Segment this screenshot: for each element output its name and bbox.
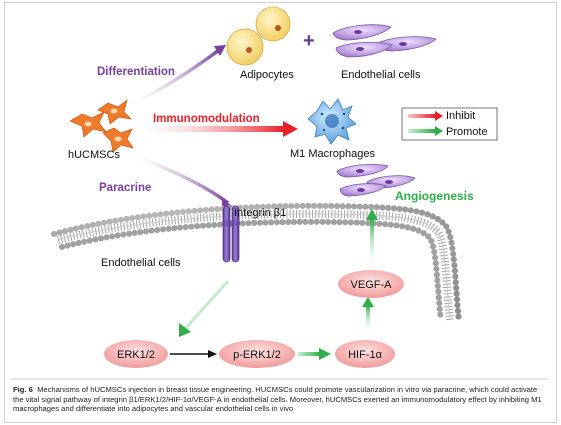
- hucmscs-label: hUCMSCs: [68, 149, 120, 161]
- caption-figure-number: Fig. 6: [13, 385, 33, 394]
- immunomodulation-arrow: [140, 126, 284, 132]
- adipocyte-cells: [226, 6, 291, 66]
- legend-box: [401, 107, 498, 141]
- legend-inhibit-label: Inhibit: [446, 110, 475, 122]
- hif-to-vegfa-arrow-head: [362, 297, 374, 307]
- immunomodulation-arrow-head: [283, 121, 298, 137]
- angiogenesis-cells: [336, 164, 416, 197]
- perk-to-hif-arrow: [298, 352, 320, 356]
- plus-sign: +: [303, 30, 315, 52]
- vegfa-to-angiogenesis-arrow: [370, 218, 374, 268]
- endothelial-cells-membrane-label: Endothelial cells: [101, 257, 181, 269]
- perk-to-hif-arrow-head: [319, 348, 331, 360]
- vegfa-node: [338, 270, 404, 298]
- erk-to-perk-arrow-head: [208, 350, 217, 358]
- vegfa-to-angiogenesis-arrow-head: [366, 209, 378, 220]
- endothelial-cells-top: [332, 24, 437, 58]
- macrophage-cell: [307, 98, 357, 145]
- vegfa-label: VEGF-A: [351, 279, 393, 291]
- integrin-label: Integrin β1: [234, 207, 286, 219]
- differentiation-arrow-head: [214, 45, 226, 56]
- integrin-to-erk-arrow-head: [179, 323, 191, 337]
- perk-label: p-ERK1/2: [233, 349, 281, 361]
- differentiation-arrow: [130, 48, 221, 106]
- m1-macrophages-label: M1 Macrophages: [290, 148, 375, 160]
- integrin-receptor: [222, 205, 240, 263]
- paracrine-arrow: [130, 152, 230, 205]
- erk-node: [104, 340, 168, 368]
- adipocytes-label: Adipocytes: [240, 69, 294, 81]
- perk-node: [219, 340, 295, 368]
- hucmscs-cells: [69, 99, 134, 153]
- hif-to-vegfa-arrow: [366, 305, 370, 333]
- hif-label: HIF-1α: [348, 349, 383, 361]
- paracrine-label: Paracrine: [99, 182, 151, 194]
- hif-node: [335, 340, 395, 368]
- caption-text: Mechanisms of hUCMSCs injection in breas…: [13, 385, 542, 414]
- angiogenesis-label: Angiogenesis: [395, 189, 474, 203]
- figure-caption: Fig. 6 Mechanisms of hUCMSCs injection i…: [13, 385, 548, 414]
- legend-promote-label: Promote: [446, 126, 488, 138]
- erk-label: ERK1/2: [117, 349, 155, 361]
- endothelial-cells-top-label: Endothelial cells: [341, 69, 421, 81]
- cell-membrane: [51, 202, 462, 325]
- immunomodulation-label: Immunomodulation: [153, 113, 260, 125]
- differentiation-label: Differentiation: [97, 66, 175, 78]
- integrin-to-erk-arrow: [182, 279, 230, 332]
